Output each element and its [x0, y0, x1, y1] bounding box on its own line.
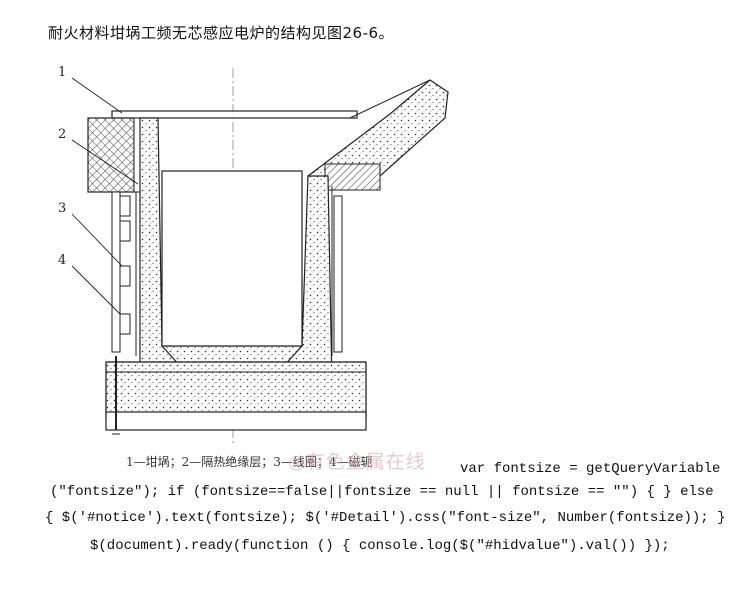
leader-3	[71, 213, 123, 267]
label-1: 1	[58, 65, 66, 80]
leader-2	[71, 139, 139, 185]
label-3: 3	[58, 201, 66, 216]
leader-1	[71, 77, 123, 114]
watermark: ◎有色金属在线	[288, 451, 426, 473]
label-4: 4	[58, 253, 66, 268]
leader-4	[71, 265, 121, 315]
code-line-3: { $('#notice').text(fontsize); $('#Detai…	[45, 510, 726, 526]
furnace-diagram: 1 2 3 4	[58, 65, 449, 444]
top-plate	[111, 110, 358, 119]
intro-text: 耐火材料坩埚工频无芯感应电炉的结构见图26-6。	[48, 24, 395, 42]
code-line-2: ("fontsize"); if (fontsize==false||fonts…	[50, 484, 714, 500]
top-insulation-block	[87, 117, 135, 193]
label-2: 2	[58, 127, 66, 142]
base	[105, 361, 367, 419]
code-line-1: var fontsize = getQueryVariable	[460, 461, 721, 477]
coil-right	[333, 195, 343, 353]
figure-caption: 1—坩埚；2—隔热绝缘层；3—线圈；4—磁轭	[126, 455, 373, 469]
code-line-4: $(document).ready(function () { console.…	[90, 538, 670, 554]
yoke-left	[111, 191, 121, 353]
crucible-cavity	[161, 170, 303, 347]
